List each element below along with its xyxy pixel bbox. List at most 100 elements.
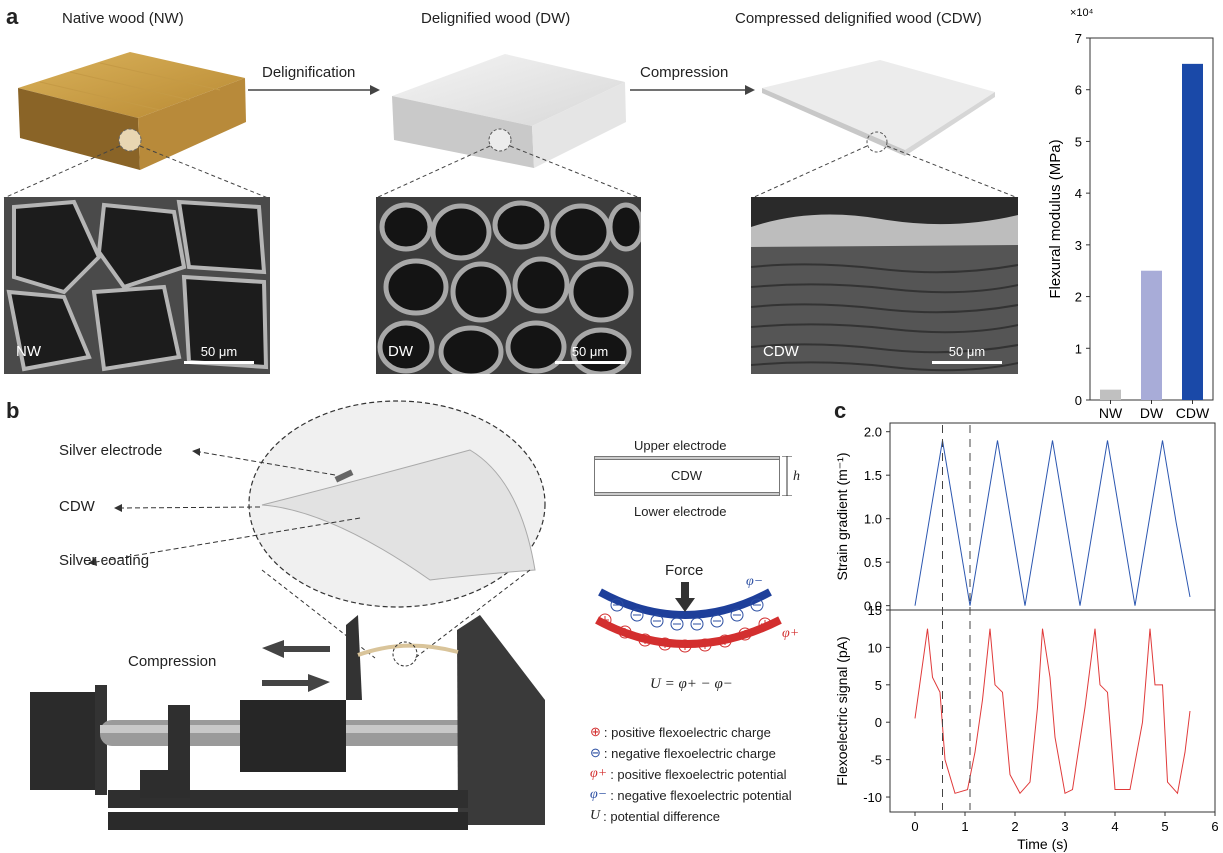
legend-symbol: U [590,808,601,823]
legend-text: : negative flexoelectric charge [603,745,776,761]
y-tick-label: -10 [863,790,882,805]
x-tick-label: CDW [1176,405,1210,420]
legend-negative-charge: ⊖: negative flexoelectric charge [590,745,776,761]
flexoelectric-frame [889,609,1216,813]
sem-label-dw: DW [388,343,413,360]
legend-text: : positive flexoelectric potential [610,766,787,782]
y-tick-label: 1.5 [864,468,882,483]
y-tick-label: 5 [875,678,882,693]
lower-electrode-label: Lower electrode [634,504,727,519]
y-tick-label: 6 [1075,83,1082,98]
legend-symbol: ⊖ [590,745,601,760]
y-tick-label: 1 [1075,341,1082,356]
panel-a-label: a [6,4,19,29]
x-tick-label: NW [1099,405,1123,420]
device-illustration [30,400,546,830]
panel-b-label: b [6,398,20,423]
sem-image-nw: NW 50 μm [4,197,270,374]
title-delignified-wood: Delignified wood (DW) [421,10,571,27]
x-tick-label: 2 [1011,819,1018,834]
panel-c-label: c [834,398,847,423]
step-delignification: Delignification [262,64,356,81]
scale-text-dw: 50 μm [571,344,609,359]
x-axis-label: Time (s) [1017,836,1068,852]
y-multiplier: ×10⁴ [1070,7,1094,19]
phi-plus-label: φ+ [782,626,800,641]
y-tick-label: 0 [1075,393,1082,408]
title-compressed-wood: Compressed delignified wood (CDW) [735,10,982,27]
scale-text-cdw: 50 μm [948,344,986,359]
scale-bar-nw: 50 μm [184,344,254,364]
y-tick-label: 1.0 [864,512,882,527]
electrode-schematic [594,456,780,496]
thickness-marker [782,456,792,496]
legend-text: : potential difference [603,808,720,824]
flexoelectric-beam-diagram [595,582,782,653]
native-wood-block [18,52,246,170]
scale-text-nw: 50 μm [200,344,238,359]
process-illustrations [3,52,1019,199]
strain-gradient-series-line [914,440,1191,606]
x-tick-label: 1 [961,819,968,834]
sem-image-cdw: CDW 50 μm [751,197,1018,374]
legend-symbol: φ− [590,787,608,802]
strain-gradient-frame [889,422,1216,611]
thickness-h-label: h [793,469,800,484]
flexoelectric-series-line [914,628,1191,795]
upper-electrode-label: Upper electrode [634,438,727,453]
x-tick-label: 0 [911,819,918,834]
legend-text: : positive flexoelectric charge [603,724,771,740]
x-tick-label: 5 [1161,819,1168,834]
step-compression: Compression [640,64,729,81]
x-tick-label: 4 [1111,819,1118,834]
phi-minus-label: φ− [746,574,764,589]
legend-symbol: φ+ [590,766,608,781]
compressed-wood-sheet [762,60,995,156]
bar-nw [1100,389,1121,400]
delignified-wood-block [392,54,626,168]
cdw-layer-label: CDW [671,468,703,483]
scale-bar-dw: 50 μm [555,344,625,364]
y-tick-label: 10 [868,640,882,655]
y-tick-label: 15 [868,603,882,618]
y-tick-label: 0 [875,715,882,730]
upper-electrode-layer [594,456,780,460]
sem-texture-dw [376,197,641,374]
y-tick-label: 2.0 [864,425,882,440]
y-tick-label: 0.0 [864,599,882,614]
flexoelectric-y-label: Flexoelectric signal (pA) [834,636,850,785]
y-tick-label: 0.5 [864,555,882,570]
label-compression: Compression [128,653,217,670]
y-axis-label: Flexural modulus (MPa) [1047,139,1064,298]
title-native-wood: Native wood (NW) [62,10,184,27]
label-cdw: CDW [59,498,95,515]
x-tick-label: 3 [1061,819,1068,834]
y-tick-label: 2 [1075,290,1082,305]
y-tick-label: 4 [1075,186,1082,201]
cdw-layer [594,460,780,492]
x-tick-label: 6 [1211,819,1218,834]
strain-gradient-y-label: Strain gradient (m⁻¹) [834,453,850,581]
sem-texture-cdw [751,197,1018,374]
legend-potential-difference: U : potential difference [590,808,720,824]
legend-negative-potential: φ−: negative flexoelectric potential [590,787,792,803]
sem-label-cdw: CDW [763,343,799,360]
y-tick-label: -5 [870,753,882,768]
sem-label-nw: NW [16,343,41,360]
label-silver-coating: Silver coating [59,552,150,569]
y-tick-label: 3 [1075,238,1082,253]
y-tick-label: 5 [1075,134,1082,149]
bar-dw [1141,270,1162,400]
force-label: Force [665,562,704,579]
bar-cdw [1182,63,1203,400]
potential-equation: U = φ+ − φ− [650,676,733,692]
bending-machine [30,615,545,830]
y-tick-label: 7 [1075,31,1082,46]
legend-symbol: ⊕ [590,724,601,739]
label-silver-electrode: Silver electrode [59,442,163,459]
lower-electrode-layer [594,492,780,496]
sem-texture-nw [4,197,270,374]
legend-positive-potential: φ+: positive flexoelectric potential [590,766,787,782]
